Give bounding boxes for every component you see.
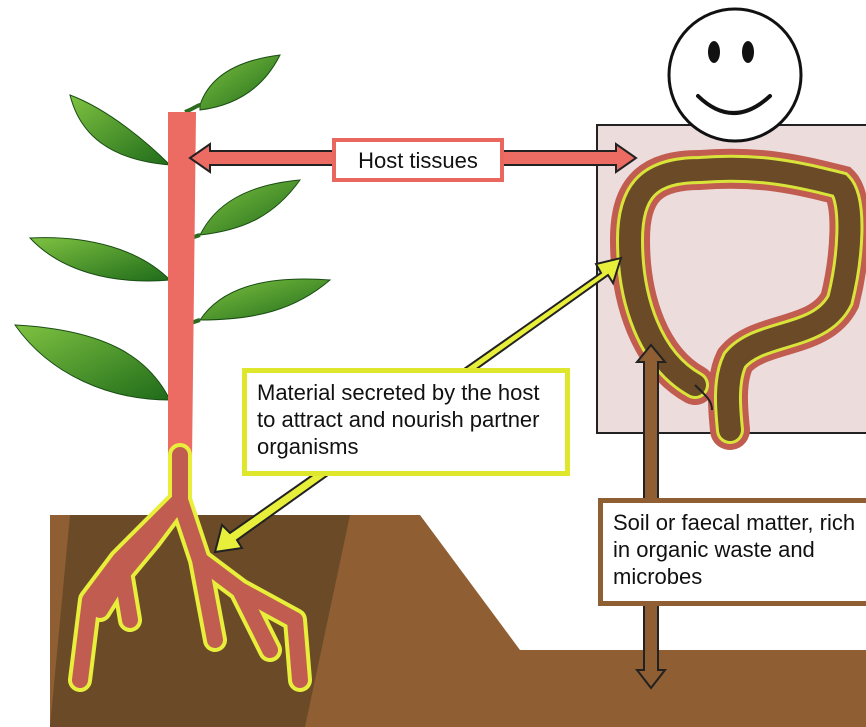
soil-faecal-label: Soil or faecal matter, rich in organic w… <box>598 498 866 606</box>
smiley-face-icon <box>669 9 801 141</box>
secreted-material-label: Material secreted by the host to attract… <box>242 368 570 476</box>
host-tissues-text: Host tissues <box>358 147 478 174</box>
host-tissues-label: Host tissues <box>332 138 504 182</box>
secreted-material-text: Material secreted by the host to attract… <box>257 380 540 459</box>
soil-faecal-text: Soil or faecal matter, rich in organic w… <box>613 510 855 589</box>
